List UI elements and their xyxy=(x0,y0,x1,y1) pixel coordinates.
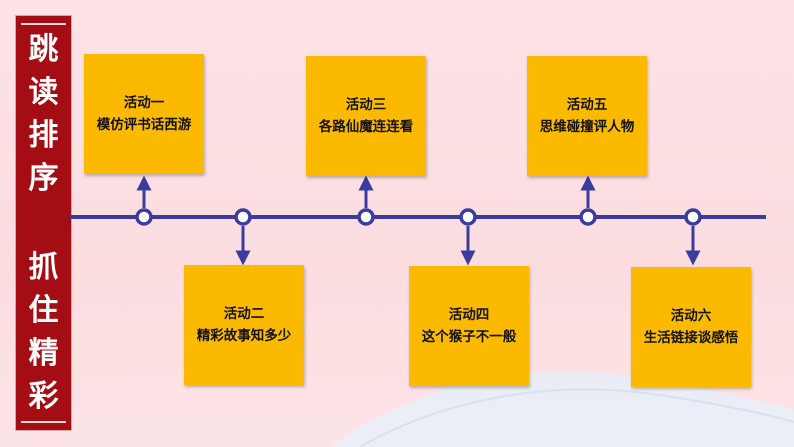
banner-top-rule xyxy=(21,23,66,25)
card-4: 活动四 这个猴子不一般 xyxy=(409,266,529,386)
card-2: 活动二 精彩故事知多少 xyxy=(184,265,304,385)
card-2-title: 活动二 xyxy=(223,306,265,322)
card-6: 活动六 生活链接谈感悟 xyxy=(631,267,751,387)
card-3-title: 活动三 xyxy=(345,97,387,113)
card-4-title: 活动四 xyxy=(448,307,490,323)
card-5: 活动五 思维碰撞评人物 xyxy=(527,56,647,176)
timeline-node-4 xyxy=(459,208,477,226)
sidebar-title-top: 跳读排序 xyxy=(16,28,71,200)
timeline-node-3 xyxy=(357,208,375,226)
banner-bottom-rule xyxy=(21,421,66,423)
sidebar-title-bottom-text: 抓住精彩 xyxy=(28,250,59,414)
card-5-text: 思维碰撞评人物 xyxy=(539,119,635,135)
timeline-node-1 xyxy=(135,208,153,226)
card-4-text: 这个猴子不一般 xyxy=(421,329,517,345)
card-1-title: 活动一 xyxy=(123,95,165,111)
card-1-text: 模仿评书话西游 xyxy=(96,117,192,133)
sidebar-banner: 跳读排序 抓住精彩 xyxy=(16,16,71,430)
card-1: 活动一 模仿评书话西游 xyxy=(84,54,204,174)
card-3-text: 各路仙魔连连看 xyxy=(318,119,414,135)
card-3: 活动三 各路仙魔连连看 xyxy=(306,56,426,176)
sidebar-title-bottom: 抓住精彩 xyxy=(16,246,71,418)
card-2-text: 精彩故事知多少 xyxy=(196,328,292,344)
card-5-title: 活动五 xyxy=(566,97,608,113)
card-6-text: 生活链接谈感悟 xyxy=(643,330,739,346)
timeline-node-6 xyxy=(684,208,702,226)
sidebar-title-top-text: 跳读排序 xyxy=(28,32,59,196)
card-6-title: 活动六 xyxy=(670,308,712,324)
timeline-node-2 xyxy=(234,208,252,226)
timeline-node-5 xyxy=(579,208,597,226)
